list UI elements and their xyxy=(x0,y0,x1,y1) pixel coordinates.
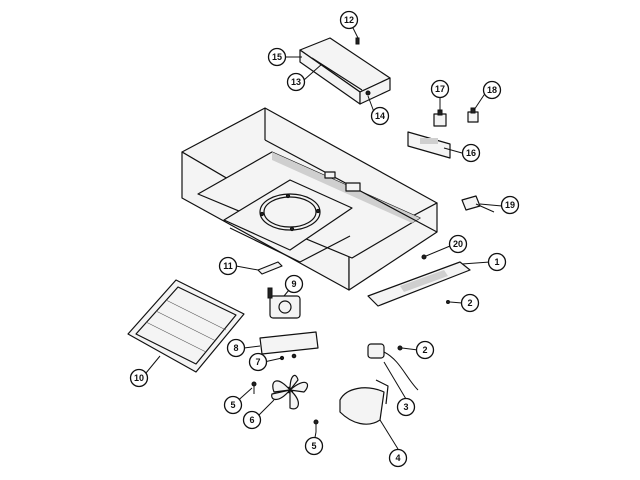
fan-blade xyxy=(271,374,309,410)
grease-filter xyxy=(127,279,245,373)
callout-17: 17 xyxy=(430,79,450,99)
svg-text:3: 3 xyxy=(403,402,408,412)
callout-6: 6 xyxy=(242,410,262,430)
svg-text:19: 19 xyxy=(505,200,515,210)
blower-motor xyxy=(257,261,319,359)
svg-text:20: 20 xyxy=(453,239,463,249)
callout-19: 19 xyxy=(500,195,520,215)
callout-2-socket: 2 xyxy=(415,340,435,360)
svg-text:10: 10 xyxy=(134,373,144,383)
part-19-socket xyxy=(461,195,495,213)
svg-text:5: 5 xyxy=(311,441,316,451)
light-panel xyxy=(367,254,471,307)
svg-text:4: 4 xyxy=(395,453,400,463)
svg-text:18: 18 xyxy=(487,85,497,95)
callout-7: 7 xyxy=(248,352,268,372)
callout-8: 8 xyxy=(226,338,246,358)
callout-18: 18 xyxy=(482,80,502,100)
svg-text:1: 1 xyxy=(494,257,499,267)
hood-body xyxy=(181,107,438,291)
callout-3: 3 xyxy=(396,397,416,417)
svg-text:2: 2 xyxy=(467,298,472,308)
screws xyxy=(251,355,319,432)
svg-text:7: 7 xyxy=(255,357,260,367)
callout-16: 16 xyxy=(461,143,481,163)
svg-text:2: 2 xyxy=(422,345,427,355)
svg-text:6: 6 xyxy=(249,415,254,425)
svg-text:12: 12 xyxy=(344,15,354,25)
callout-1: 1 xyxy=(487,252,507,272)
switch-parts xyxy=(407,107,479,159)
svg-text:11: 11 xyxy=(223,261,233,271)
callout-11: 11 xyxy=(218,256,238,276)
callout-4: 4 xyxy=(388,448,408,468)
svg-text:17: 17 xyxy=(435,84,445,94)
svg-text:16: 16 xyxy=(466,148,476,158)
callout-9: 9 xyxy=(284,274,304,294)
callout-5-left: 5 xyxy=(223,395,243,415)
lamp-socket xyxy=(367,343,419,391)
svg-text:9: 9 xyxy=(291,279,296,289)
damper-assembly xyxy=(299,37,391,105)
callout-10: 10 xyxy=(129,368,149,388)
svg-text:13: 13 xyxy=(291,77,301,87)
svg-text:8: 8 xyxy=(233,343,238,353)
scroll-housing xyxy=(339,379,389,425)
callout-12: 12 xyxy=(339,10,359,30)
svg-text:14: 14 xyxy=(375,111,385,121)
callout-20: 20 xyxy=(448,234,468,254)
callout-14: 14 xyxy=(370,106,390,126)
callout-13: 13 xyxy=(286,72,306,92)
svg-text:5: 5 xyxy=(230,400,235,410)
callout-2-panel: 2 xyxy=(460,293,480,313)
callout-5-bottom: 5 xyxy=(304,436,324,456)
svg-text:15: 15 xyxy=(272,52,282,62)
callout-15: 15 xyxy=(267,47,287,67)
